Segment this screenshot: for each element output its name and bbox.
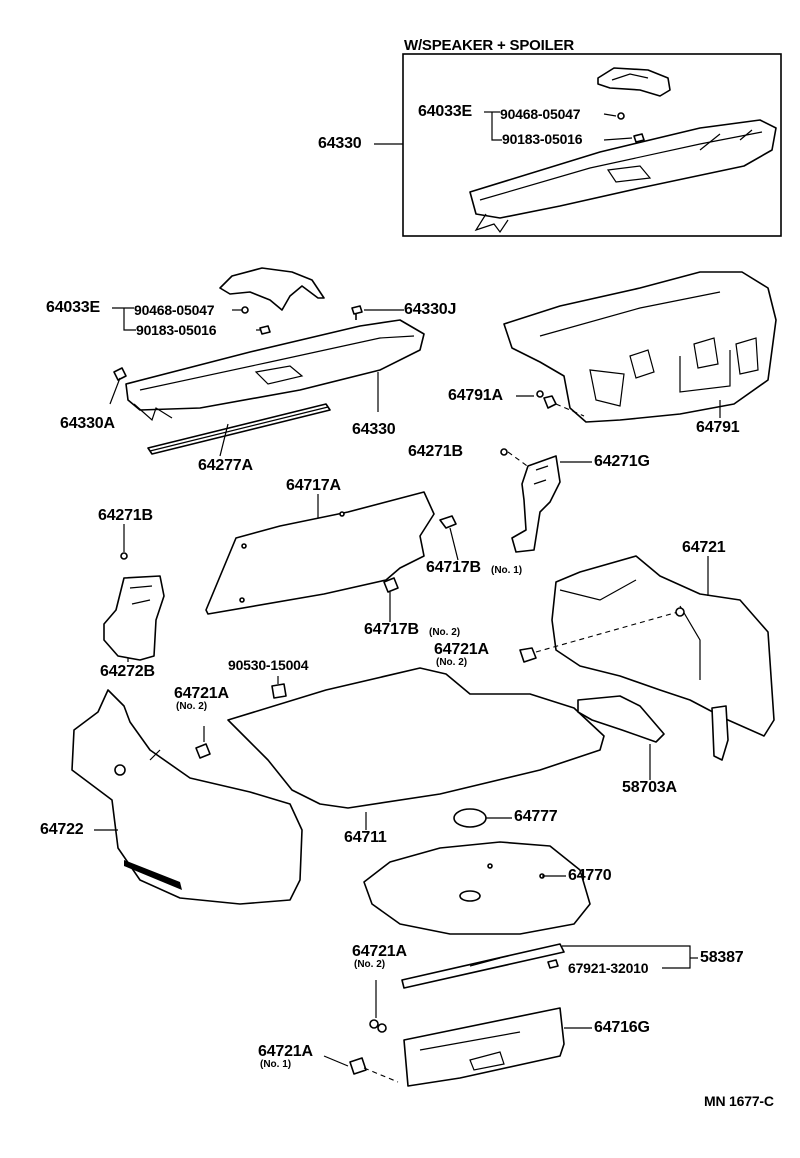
label-67921: 67921-32010 — [568, 960, 649, 976]
label-64777: 64777 — [514, 808, 558, 825]
label-64716G: 64716G — [594, 1019, 650, 1036]
label-64711: 64711 — [344, 829, 387, 846]
label-90530: 90530-15004 — [228, 657, 309, 673]
label-90183-top: 90183-05016 — [502, 131, 583, 147]
side-trim-64722 — [71, 689, 303, 905]
label-64722: 64722 — [40, 821, 84, 838]
label-64033E-top: 64033E — [418, 103, 472, 120]
label-90468-mid: 90468-05047 — [134, 302, 215, 318]
label-64721A-bot: 64721A — [352, 943, 407, 960]
cap-64777 — [453, 808, 487, 828]
label-64791: 64791 — [696, 419, 740, 436]
label-58387: 58387 — [700, 949, 744, 966]
label-64271B-left: 64271B — [98, 507, 153, 524]
panel-64716G — [403, 1007, 565, 1087]
label-64277A: 64277A — [198, 457, 253, 474]
speaker-spoiler-box — [402, 53, 782, 237]
label-64721A-left: 64721A — [174, 685, 229, 702]
label-64721A-bot-sub: (No. 2) — [354, 959, 386, 970]
strip-58387 — [401, 943, 565, 989]
box-title: W/SPEAKER + SPOILER — [404, 37, 574, 54]
speaker-cover-mid — [219, 267, 325, 311]
label-64717B-no2: 64717B — [364, 621, 419, 638]
side-trim-64721 — [551, 555, 775, 737]
label-64721A-bot1-sub: (No. 1) — [260, 1059, 292, 1070]
label-64770: 64770 — [568, 867, 612, 884]
label-64721A-right-sub: (No. 2) — [436, 657, 468, 668]
label-90468-top: 90468-05047 — [500, 106, 581, 122]
speaker-cover-top — [597, 67, 671, 97]
label-64330J: 64330J — [404, 301, 457, 318]
board-64717A — [205, 491, 435, 615]
label-64330-mid: 64330 — [352, 421, 396, 438]
label-64721A-right: 64721A — [434, 641, 489, 658]
label-64272B: 64272B — [100, 663, 155, 680]
bracket-64271G — [511, 455, 561, 553]
diagram-code: MN 1677-C — [704, 1093, 774, 1109]
label-90183-mid: 90183-05016 — [136, 322, 217, 338]
label-64330A: 64330A — [60, 415, 115, 432]
screw-top-1 — [617, 112, 625, 120]
label-64271G: 64271G — [594, 453, 650, 470]
rear-panel-64791 — [503, 271, 777, 423]
label-58703A: 58703A — [622, 779, 677, 796]
label-64791A: 64791A — [448, 387, 503, 404]
label-64721: 64721 — [682, 539, 726, 556]
spare-cover-64770 — [363, 841, 591, 935]
label-64721A-bot1: 64721A — [258, 1043, 313, 1060]
label-64717A: 64717A — [286, 477, 341, 494]
trunk-mat-64711 — [227, 667, 605, 809]
label-64033E-mid: 64033E — [46, 299, 100, 316]
label-64330-top: 64330 — [318, 135, 362, 152]
label-64717B-no1-sub: (No. 1) — [491, 565, 523, 576]
label-64721A-left-sub: (No. 2) — [176, 701, 208, 712]
label-64271B-right: 64271B — [408, 443, 463, 460]
trim-64272B — [103, 575, 165, 661]
pad-58703A — [577, 695, 665, 743]
clip-top-1 — [633, 133, 645, 143]
label-64717B-no1: 64717B — [426, 559, 481, 576]
label-64717B-no2-sub: (No. 2) — [429, 627, 461, 638]
